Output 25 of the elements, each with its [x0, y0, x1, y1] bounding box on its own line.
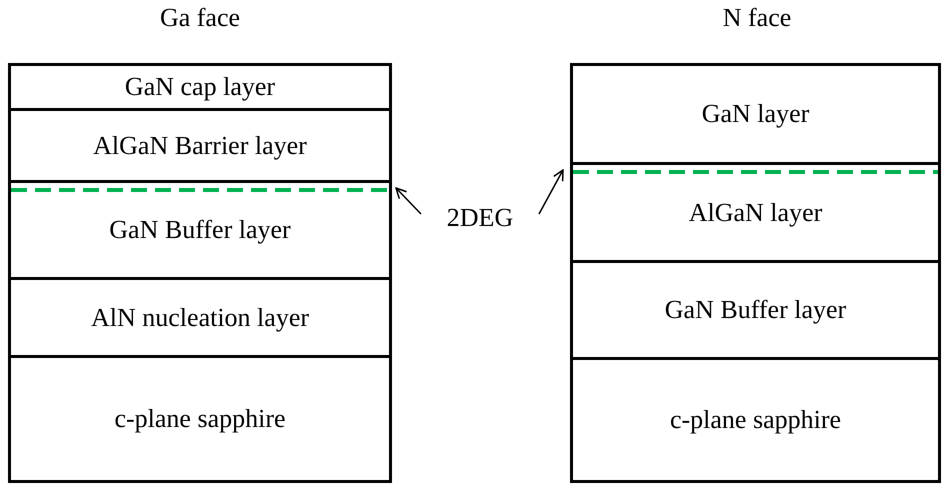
- layer-box: [8, 277, 392, 358]
- layer-label: AlGaN Barrier layer: [93, 132, 307, 158]
- layer-box: [8, 355, 392, 483]
- layer-label: AlN nucleation layer: [90, 304, 310, 330]
- dashed-line: [573, 170, 938, 174]
- layer-label: GaN Buffer layer: [664, 297, 846, 323]
- column-heading: N face: [722, 2, 792, 34]
- 2deg-label: 2DEG: [446, 205, 514, 231]
- dashed-line: [11, 188, 389, 192]
- column-heading: Ga face: [158, 2, 242, 34]
- layer-box: [8, 108, 392, 183]
- layer-box: [570, 162, 941, 263]
- arrow: [395, 187, 422, 215]
- layer-label: AlGaN layer: [688, 200, 822, 226]
- layer-box: [8, 63, 392, 111]
- layer-label: c-plane sapphire: [114, 406, 286, 432]
- layer-label: GaN Buffer layer: [109, 217, 291, 243]
- layer-box: [8, 180, 392, 280]
- layer-label: c-plane sapphire: [670, 407, 842, 433]
- layer-label: GaN cap layer: [124, 74, 276, 100]
- layer-box: [570, 260, 941, 360]
- arrow: [538, 169, 564, 214]
- layer-label: GaN layer: [702, 101, 810, 127]
- layer-box: [570, 357, 941, 483]
- layer-box: [570, 63, 941, 165]
